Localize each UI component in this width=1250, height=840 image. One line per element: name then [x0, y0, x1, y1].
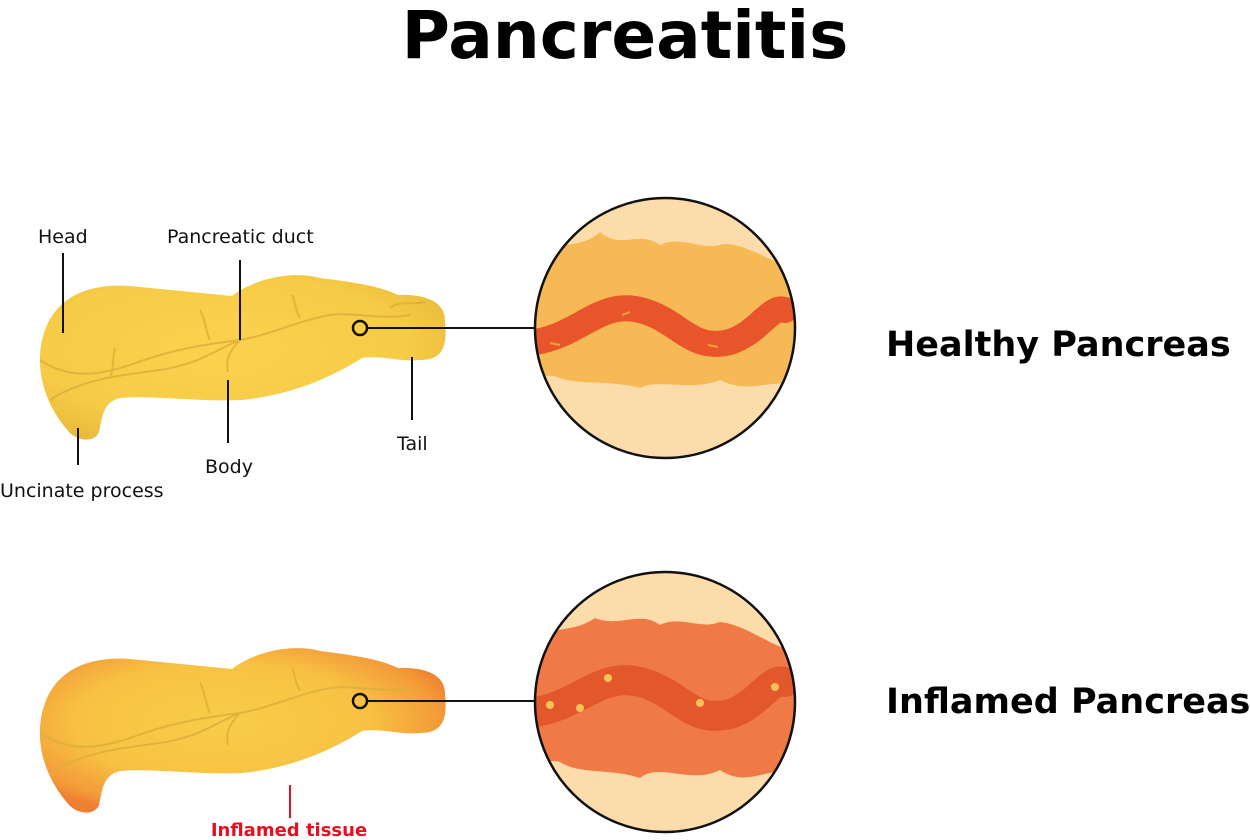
page-title: Pancreatitis	[402, 0, 849, 74]
label-tail: Tail	[396, 433, 428, 455]
inflamed-pancreas-heading: Inflamed Pancreas	[886, 682, 1250, 722]
label-pancreatic-duct: Pancreatic duct	[167, 226, 314, 248]
healthy-pancreas-heading: Healthy Pancreas	[886, 325, 1231, 365]
healthy-labels: Head Pancreatic duct Body Tail Uncinate …	[0, 226, 428, 502]
healthy-pancreas-illustration	[39, 275, 536, 440]
label-head: Head	[38, 226, 88, 248]
label-uncinate-process: Uncinate process	[0, 480, 164, 502]
inflamed-pancreas-illustration	[39, 648, 536, 813]
label-inflamed-tissue: Inflamed tissue	[211, 820, 367, 840]
healthy-magnified-view	[533, 196, 797, 460]
inflamed-magnified-view	[533, 570, 797, 834]
label-body: Body	[205, 456, 253, 478]
